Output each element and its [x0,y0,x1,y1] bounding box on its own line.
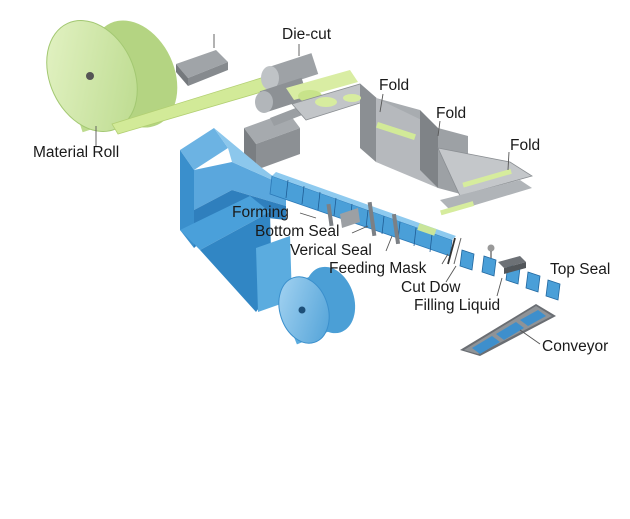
conveyor [460,304,556,356]
die-cut-rollers [255,53,319,113]
fold-station-3 [437,147,533,216]
label-top-seal: Top Seal [550,261,611,278]
label-material-roll: Material Roll [33,144,120,161]
label-vertical-seal: Verical Seal [290,242,372,259]
forming-chute [180,128,286,248]
label-bottom-seal: Bottom Seal [255,223,340,240]
label-fold-1: Fold [379,77,410,94]
label-filling-liquid: Filling Liquid [414,297,501,314]
material-roll [46,20,178,133]
feeder-box [176,50,228,86]
label-feeding-mask: Feeding Mask [329,260,427,277]
label-die-cut: Die-cut [282,26,332,43]
pouch-strip [269,172,456,257]
leader-lines [95,34,541,345]
label-fold-3: Fold [510,137,541,154]
top-seal-press [498,256,526,274]
blue-roll [180,196,356,345]
label-fold-2: Fold [436,105,467,122]
label-forming: Forming [232,204,289,221]
seal-bars [326,201,401,245]
label-conveyor: Conveyor [542,338,609,355]
filling-nozzle [487,244,495,258]
label-cut-down: Cut Dow [401,279,461,296]
separated-pouches [459,249,561,301]
cut-knife [447,237,462,265]
forming-block [244,104,310,170]
